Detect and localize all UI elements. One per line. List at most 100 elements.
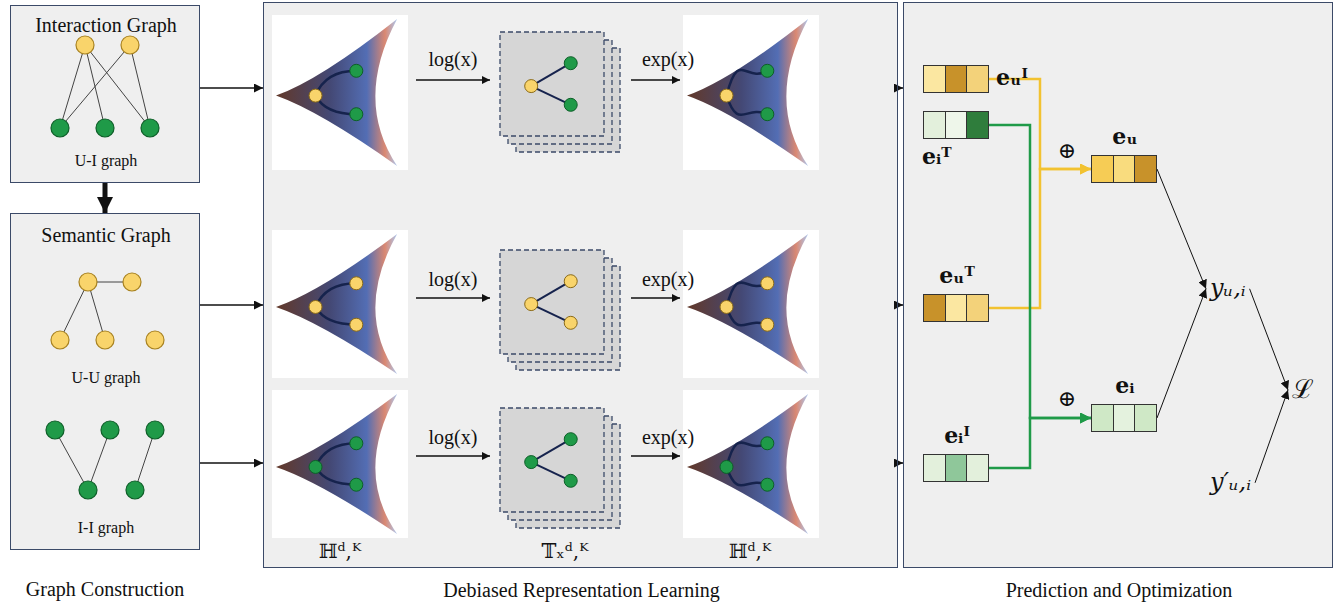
map-label: log(x) bbox=[413, 268, 493, 291]
embedding-point bbox=[564, 433, 577, 446]
space-label: ℍᵈ,ᴷ bbox=[710, 540, 790, 563]
user-node bbox=[51, 331, 69, 349]
embedding-point bbox=[761, 277, 774, 290]
embedding-point bbox=[564, 275, 577, 288]
figure-ground bbox=[683, 390, 819, 538]
embedding-point bbox=[720, 89, 733, 102]
tangent-space bbox=[500, 32, 620, 152]
map-arrow bbox=[416, 79, 490, 81]
map-arrow bbox=[416, 297, 490, 299]
item-node bbox=[141, 119, 159, 137]
panel-fill bbox=[903, 2, 1333, 568]
manifold-surface bbox=[687, 394, 808, 534]
embedding-point bbox=[309, 89, 322, 102]
vector-symbol: eᵢᵁ bbox=[922, 144, 974, 169]
user-node bbox=[121, 36, 139, 54]
item-node bbox=[146, 421, 164, 439]
panel-fill bbox=[10, 213, 200, 550]
item-graph bbox=[46, 421, 164, 499]
geodesic bbox=[316, 283, 357, 307]
embedding-point bbox=[761, 64, 774, 77]
map-label: exp(x) bbox=[628, 48, 708, 71]
connector-arrow bbox=[200, 87, 263, 89]
embedding-point bbox=[350, 64, 363, 77]
node-caption: U-I graph bbox=[11, 152, 201, 170]
connector-arrow bbox=[200, 462, 263, 464]
embedding-point bbox=[525, 456, 538, 469]
concat-symbol: ⊕ bbox=[1054, 138, 1080, 163]
embedding-vector: eᵢ bbox=[1091, 404, 1157, 432]
formula-text: y′ᵤ,ᵢ bbox=[1210, 469, 1251, 497]
user-node bbox=[146, 331, 164, 349]
figure-ground bbox=[272, 15, 408, 170]
vector-symbol: eᵤ bbox=[1085, 124, 1165, 149]
connector-arrow bbox=[200, 304, 263, 306]
manifold-surface bbox=[276, 234, 397, 374]
manifold-surface bbox=[687, 234, 808, 374]
node-heading: Debiased Representation Learning bbox=[264, 579, 899, 602]
graph-edge bbox=[130, 45, 150, 128]
embedding-point bbox=[350, 277, 363, 290]
graph-edge bbox=[60, 45, 85, 128]
graph-box: Interaction GraphU-I graph bbox=[10, 5, 200, 183]
map-arrow bbox=[631, 297, 680, 299]
embedding-point bbox=[720, 300, 733, 313]
embedding-point bbox=[564, 316, 577, 329]
vector-symbol: eᵤᴵ bbox=[996, 65, 1048, 90]
map-label: exp(x) bbox=[628, 426, 708, 449]
connector-arrow bbox=[103, 183, 108, 213]
embedding-point bbox=[309, 300, 322, 313]
node-heading: Interaction Graph bbox=[11, 14, 201, 37]
figure-ground bbox=[272, 390, 408, 538]
formula-node: yᵤ,ᵢ bbox=[1206, 273, 1250, 305]
manifold-surface bbox=[276, 394, 397, 534]
tangent-space bbox=[500, 250, 620, 370]
item-node bbox=[101, 421, 119, 439]
embedding-vector: eᵢᴵ bbox=[923, 454, 989, 482]
user-graph bbox=[51, 273, 164, 349]
map-label: log(x) bbox=[413, 48, 493, 71]
item-node bbox=[51, 119, 69, 137]
graph-box: Semantic GraphU-U graphI-I graph bbox=[10, 213, 200, 550]
connector-arrow bbox=[1250, 289, 1288, 390]
embedding-vector: eᵤᵁ bbox=[923, 294, 989, 322]
item-node bbox=[96, 119, 114, 137]
map-arrow bbox=[416, 455, 490, 457]
map-arrow bbox=[631, 455, 680, 457]
embedding-point bbox=[564, 57, 577, 70]
figure-ground bbox=[683, 230, 819, 378]
item-node bbox=[79, 481, 97, 499]
embedding-point bbox=[720, 460, 733, 473]
node-heading: Prediction and Optimization bbox=[904, 579, 1334, 602]
panel-fill bbox=[10, 5, 200, 183]
embedding-point bbox=[350, 437, 363, 450]
hyperbolic-manifold bbox=[272, 230, 408, 378]
graph-edge bbox=[55, 430, 88, 490]
hyperbolic-manifold bbox=[683, 230, 819, 378]
embedding-point bbox=[350, 318, 363, 331]
connector-arrow bbox=[989, 418, 1091, 468]
item-node bbox=[126, 481, 144, 499]
connector-arrow bbox=[989, 169, 1091, 308]
tangent-space bbox=[500, 408, 620, 528]
tangent-plane bbox=[500, 250, 604, 354]
tangent-plane bbox=[500, 408, 604, 512]
connector-arrow bbox=[1255, 390, 1288, 483]
embedding-point bbox=[564, 474, 577, 487]
node-caption: U-U graph bbox=[11, 369, 201, 387]
graph-edge bbox=[60, 282, 88, 340]
hyperbolic-manifold bbox=[272, 390, 408, 538]
manifold-surface bbox=[687, 19, 808, 166]
map-label: log(x) bbox=[413, 426, 493, 449]
embedding-point bbox=[761, 478, 774, 491]
bipartite-graph bbox=[51, 36, 159, 137]
vector-symbol: eᵤᵁ bbox=[917, 263, 997, 288]
user-node bbox=[123, 273, 141, 291]
manifold-surface bbox=[276, 19, 397, 166]
embedding-vector: eᵤ bbox=[1091, 155, 1157, 183]
map-arrow bbox=[631, 79, 680, 81]
embedding-point bbox=[564, 98, 577, 111]
